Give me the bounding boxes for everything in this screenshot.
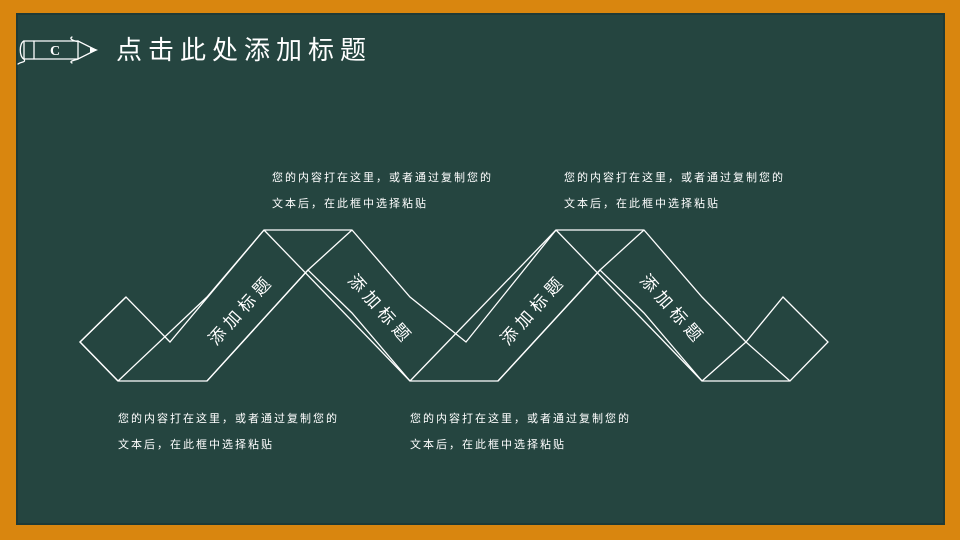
logo-letter: C bbox=[50, 44, 60, 59]
page-title[interactable]: 点击此处添加标题 bbox=[116, 36, 373, 66]
ribbon-fold-1 bbox=[117, 229, 265, 382]
text-line: 文本后，在此框中选择粘贴 bbox=[410, 438, 566, 451]
ribbon-fold-7 bbox=[555, 229, 703, 382]
text-line: 文本后，在此框中选择粘贴 bbox=[118, 438, 274, 451]
text-block-bottom-center[interactable]: 您的内容打在这里，或者通过复制您的 文本后，在此框中选择粘贴 bbox=[410, 406, 631, 458]
text-block-top-right[interactable]: 您的内容打在这里，或者通过复制您的 文本后，在此框中选择粘贴 bbox=[564, 165, 785, 217]
ribbon-fold-8 bbox=[599, 229, 645, 271]
ribbon-fold-3 bbox=[263, 229, 411, 382]
text-line: 您的内容打在这里，或者通过复制您的 bbox=[272, 171, 493, 184]
text-line: 您的内容打在这里，或者通过复制您的 bbox=[564, 171, 785, 184]
text-line: 您的内容打在这里，或者通过复制您的 bbox=[118, 412, 339, 425]
text-block-bottom-left[interactable]: 您的内容打在这里，或者通过复制您的 文本后，在此框中选择粘贴 bbox=[118, 406, 339, 458]
pencil-logo-icon: C bbox=[17, 36, 98, 65]
text-line: 文本后，在此框中选择粘贴 bbox=[564, 197, 720, 210]
ribbon-fold-5 bbox=[409, 229, 557, 382]
text-line: 文本后，在此框中选择粘贴 bbox=[272, 197, 428, 210]
ribbon-outline bbox=[79, 229, 829, 382]
text-block-top-left[interactable]: 您的内容打在这里，或者通过复制您的 文本后，在此框中选择粘贴 bbox=[272, 165, 493, 217]
ribbon-fold-4 bbox=[206, 229, 353, 382]
chalkboard bbox=[16, 13, 945, 525]
text-line: 您的内容打在这里，或者通过复制您的 bbox=[410, 412, 631, 425]
ribbon-fold-6 bbox=[497, 269, 601, 382]
ribbon-fold-9 bbox=[701, 341, 791, 382]
ribbon-fold-10 bbox=[79, 296, 127, 382]
